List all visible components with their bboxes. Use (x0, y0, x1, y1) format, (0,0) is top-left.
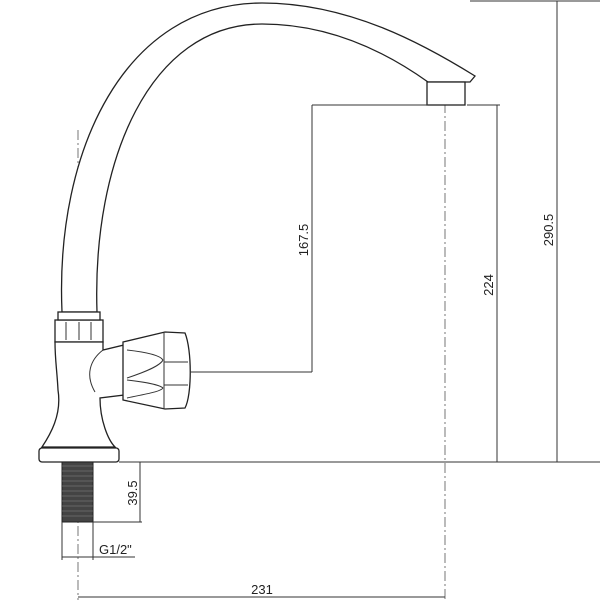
dim-231-label: 231 (251, 582, 273, 597)
handle-knob (122, 331, 191, 410)
spout (60, 2, 476, 313)
dim-39-5-label: 39.5 (125, 480, 140, 505)
nut-collar (57, 311, 101, 321)
thread-size-label: G1/2" (99, 542, 132, 557)
base-flange (38, 447, 120, 463)
valve-body (40, 341, 125, 448)
dim-290-5-label: 290.5 (541, 214, 556, 247)
threaded-shank (61, 461, 94, 523)
dim-167-5-label: 167.5 (296, 224, 311, 257)
spout-outlet (426, 81, 466, 106)
dim-224-label: 224 (481, 274, 496, 296)
